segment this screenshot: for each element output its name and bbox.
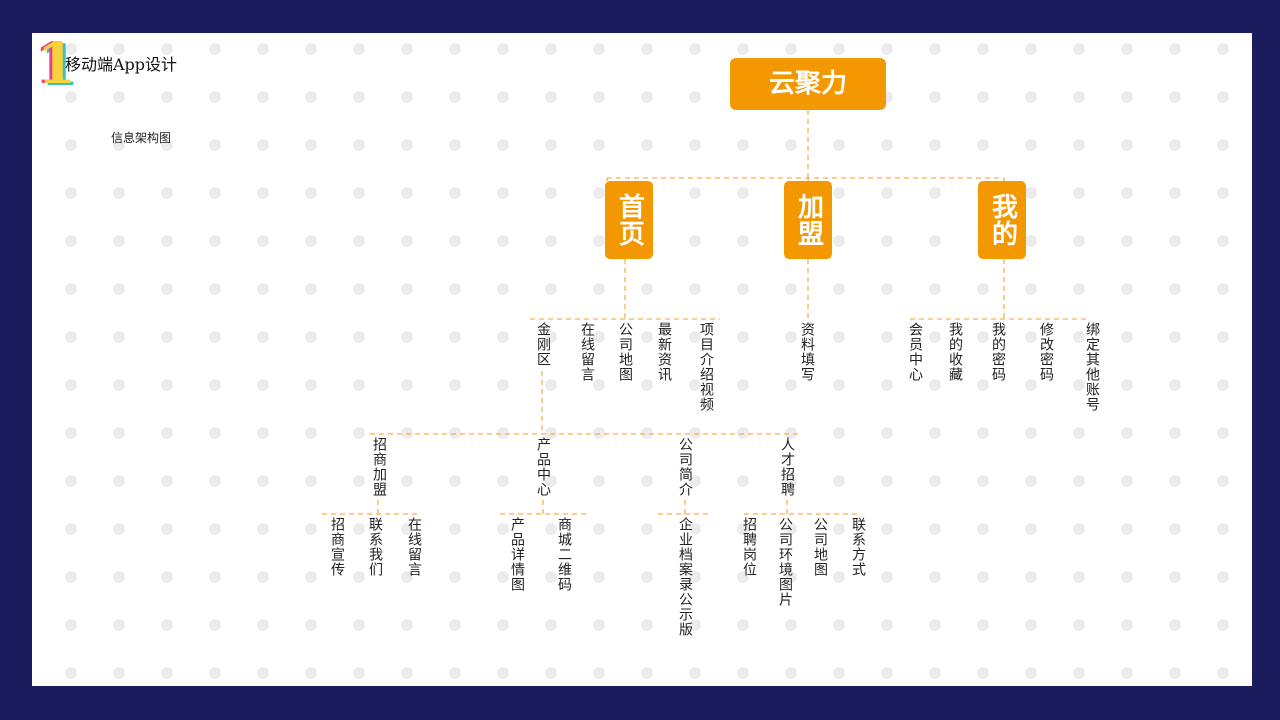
connector-lines [322,110,1090,515]
node-home-message: 在线留言 [579,322,595,382]
node-recruit-map: 公司地图 [812,517,828,577]
node-kingkong: 金刚区 [535,322,551,367]
node-home-map: 公司地图 [617,322,633,382]
node-change-password: 修改密码 [1038,322,1054,382]
node-mine: 我的 [978,181,1026,259]
node-office-photos: 公司环境图片 [777,517,793,607]
node-franchise-message: 在线留言 [406,517,422,577]
node-home: 首页 [605,181,653,259]
node-bind-accounts: 绑定其他账号 [1084,322,1100,412]
diagram-card: 1 移动端App设计 信息架构图 [32,33,1252,686]
node-fill-info: 资料填写 [799,322,815,382]
node-favorites: 我的收藏 [947,322,963,382]
diagram-subtitle: 信息架构图 [111,131,172,145]
node-franchise-promo: 招商宣传 [329,517,345,577]
node-job-positions: 招聘岗位 [741,517,757,577]
node-product-detail: 产品详情图 [509,517,525,592]
node-member-center: 会员中心 [907,322,923,382]
node-project-video: 项目介绍视频 [698,322,714,412]
root-node: 云聚力 [730,58,886,110]
node-company-intro: 公司简介 [677,437,693,497]
node-product-center: 产品中心 [535,437,551,497]
app-title: 移动端App设计 [65,55,178,74]
node-my-password: 我的密码 [990,322,1006,382]
node-news: 最新资讯 [656,322,672,382]
node-franchise: 招商加盟 [371,437,387,497]
node-join: 加盟 [784,181,832,259]
node-contact-method: 联系方式 [850,517,866,577]
node-company-archive: 企业档案录公示版 [677,517,693,637]
node-contact-us: 联系我们 [367,517,383,577]
node-mall-qrcode: 商城二维码 [556,517,572,592]
node-recruitment: 人才招聘 [779,437,795,497]
